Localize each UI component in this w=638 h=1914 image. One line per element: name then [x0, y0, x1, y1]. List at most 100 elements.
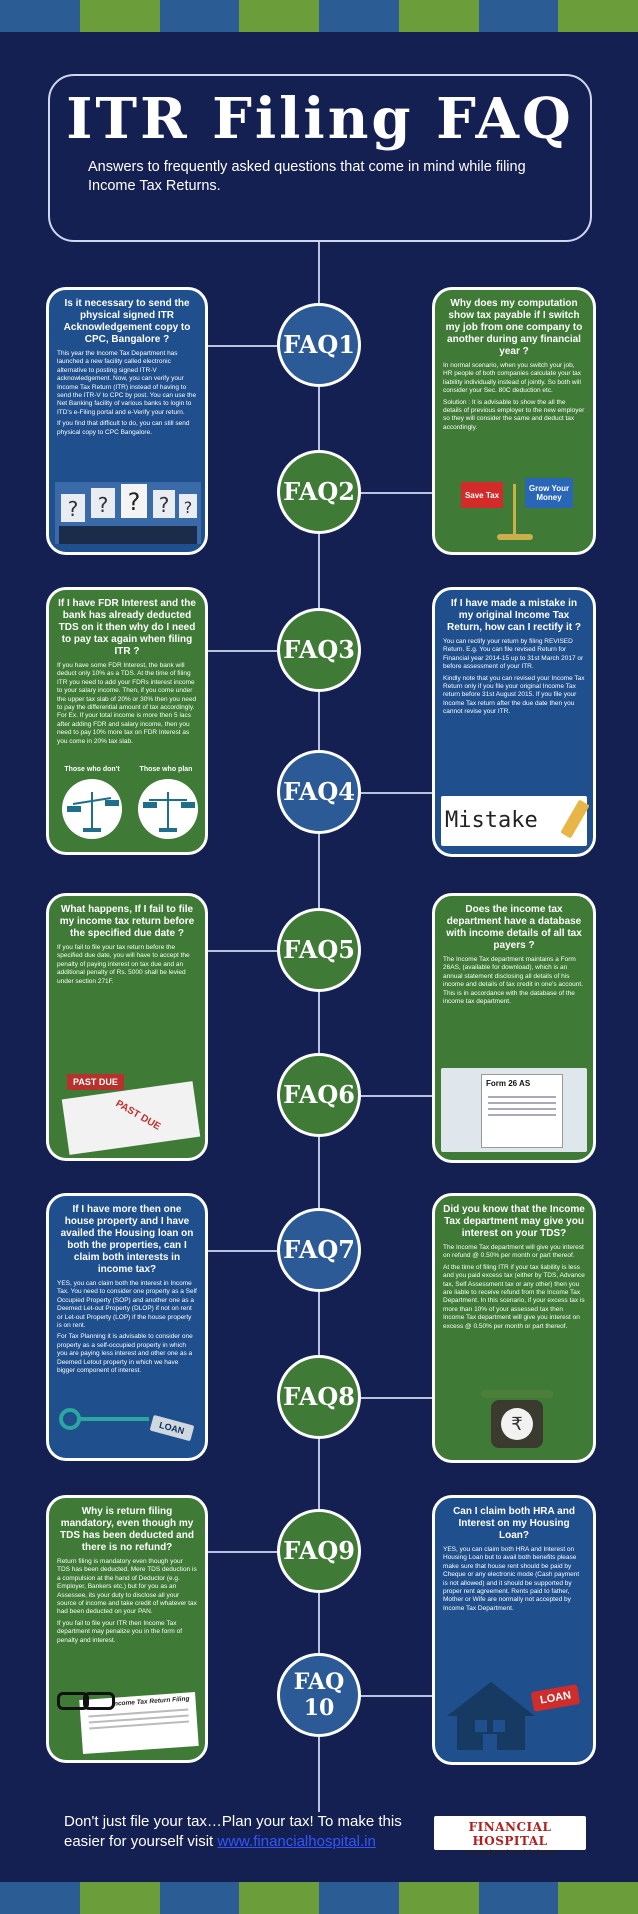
logo-name: FINANCIAL HOSPITAL — [468, 1820, 552, 1848]
faq8-answer-p1: The Income Tax department will give you … — [443, 1244, 584, 1260]
faq8-badge: FAQ8 — [277, 1355, 361, 1439]
faq4-answer-p2: Kindly note that you can revised your In… — [443, 674, 585, 716]
faq2-card: Why does my computation show tax payable… — [432, 287, 596, 555]
key-icon — [59, 1408, 81, 1430]
faq5-answer: If you fail to file your tax return befo… — [57, 944, 197, 986]
faq4-card: If I have made a mistake in my original … — [432, 587, 596, 857]
itr-form-illustration: Income Tax Return Filing — [55, 1690, 199, 1754]
house-loan-illustration: LOAN — [441, 1678, 587, 1754]
faq7-card: If I have more then one house property a… — [46, 1193, 208, 1461]
svg-text:?: ? — [159, 493, 170, 517]
connector — [360, 492, 432, 494]
faq9-badge: FAQ9 — [277, 1509, 361, 1593]
faq9-answer: Return filing is mandatory even though y… — [57, 1558, 197, 1645]
footer-website-link[interactable]: www.financialhospital.in — [217, 1833, 376, 1850]
faq1-answer: This year the Income Tax Department has … — [57, 350, 197, 437]
faq1-question: Is it necessary to send the physical sig… — [63, 298, 191, 345]
connector — [206, 1551, 278, 1553]
faq2-answer-p2: Solution : It is advisable to show the a… — [443, 398, 585, 431]
svg-text:?: ? — [98, 493, 109, 517]
caption-plan: Those who plan — [139, 766, 193, 773]
financial-hospital-logo: FINANCIAL HOSPITAL A Complete Financial … — [434, 1816, 586, 1857]
footer-message: Don't just file your tax…Plan your tax! … — [64, 1813, 402, 1850]
faq7-answer-p2: For Tax Planning it is advisable to cons… — [57, 1333, 193, 1375]
bottom-stripe-bar — [0, 1882, 638, 1914]
glasses-icon — [57, 1692, 89, 1710]
connector — [360, 1095, 432, 1097]
faq2-answer: In normal scenario, when you switch your… — [443, 362, 585, 432]
faq6-badge: FAQ6 — [277, 1053, 361, 1137]
faq7-answer: YES, you can claim both the interest in … — [57, 1280, 197, 1375]
faq7-answer-p1: YES, you can claim both the interest in … — [57, 1280, 197, 1330]
loan-tag: LOAN — [149, 1414, 194, 1442]
faq3-question: If I have FDR Interest and the bank has … — [58, 598, 196, 657]
faq10-question: Can I claim both HRA and Interest on my … — [453, 1506, 575, 1541]
header-box: ITR Filing FAQ Answers to frequently ask… — [48, 74, 592, 242]
faq3-answer-p1: If you have some FDR Interest, the bank … — [57, 662, 197, 745]
grow-money-sign: Grow Your Money — [525, 478, 573, 508]
faq5-badge: FAQ5 — [277, 908, 361, 992]
scales-illustration: Those who don't Those who plan — [55, 766, 199, 844]
connector — [206, 650, 278, 652]
faq8-answer-p2: At the time of filing ITR if your tax li… — [443, 1263, 585, 1330]
signpost-illustration: Save Tax Grow Your Money — [441, 474, 587, 544]
faq10-answer: YES, you can claim both HRA and Interest… — [443, 1546, 585, 1613]
form26as-label: Form 26 AS — [486, 1079, 531, 1088]
rupee-icon: ₹ — [501, 1408, 533, 1440]
faq10-badge: FAQ 10 — [277, 1653, 361, 1737]
faq4-question: If I have made a mistake in my original … — [447, 598, 581, 633]
faq1-badge: FAQ1 — [277, 303, 361, 387]
faq7-question: If I have more then one house property a… — [60, 1204, 194, 1275]
question-signs-illustration: ? ? ? ? ? — [55, 482, 201, 544]
scale-balanced-icon — [138, 779, 198, 839]
faq4-answer: You can rectify your return by filing RE… — [443, 638, 585, 717]
past-due-stamp: PAST DUE — [67, 1074, 124, 1090]
faq6-answer-p1: The Income Tax department maintains a Fo… — [443, 956, 583, 1006]
faq1-answer-p2: If you find that difficult to do, you ca… — [57, 420, 190, 436]
footer-text: Don't just file your tax…Plan your tax! … — [64, 1812, 404, 1852]
faq6-question: Does the income tax department have a da… — [446, 904, 582, 951]
mistake-illustration: Mistake — [441, 796, 590, 846]
key-loan-illustration: LOAN — [55, 1404, 199, 1450]
faq9-answer-p2: If you fail to file your ITR then Income… — [57, 1619, 183, 1644]
scale-unbalanced-icon — [62, 779, 122, 839]
connector — [206, 345, 278, 347]
faq2-question: Why does my computation show tax payable… — [445, 298, 583, 357]
faq10-card: Can I claim both HRA and Interest on my … — [432, 1495, 596, 1765]
form26as-illustration: Form 26 AS — [441, 1068, 587, 1152]
faq9-question: Why is return filing mandatory, even tho… — [60, 1506, 194, 1553]
faq1-answer-p1: This year the Income Tax Department has … — [57, 350, 197, 416]
logo-tagline: A Complete Financial Planner — [463, 1850, 557, 1857]
svg-text:?: ? — [128, 488, 141, 516]
faq4-badge: FAQ4 — [277, 750, 361, 834]
mistake-text: Mistake — [445, 808, 538, 833]
faq2-badge: FAQ2 — [277, 450, 361, 534]
faq3-answer: If you have some FDR Interest, the bank … — [57, 662, 197, 746]
faq9-answer-p1: Return filing is mandatory even though y… — [57, 1558, 197, 1616]
faq2-answer-p1: In normal scenario, when you switch your… — [443, 362, 582, 395]
faq9-card: Why is return filing mandatory, even tho… — [46, 1495, 208, 1763]
past-due-illustration: PAST DUE PAST DUE — [55, 1070, 201, 1155]
pencil-icon — [560, 799, 590, 839]
svg-text:?: ? — [68, 497, 79, 521]
connector — [360, 1695, 432, 1697]
page-title: ITR Filing FAQ — [66, 86, 574, 152]
money-bag-illustration: ₹ — [441, 1390, 587, 1452]
connector — [360, 1397, 432, 1399]
faq8-question: Did you know that the Income Tax departm… — [443, 1204, 585, 1239]
faq4-answer-p1: You can rectify your return by filing RE… — [443, 638, 584, 671]
caption-dont-plan: Those who don't — [64, 766, 120, 773]
faq6-answer: The Income Tax department maintains a Fo… — [443, 956, 585, 1006]
connector — [360, 792, 432, 794]
faq5-question: What happens, If I fail to file my incom… — [59, 904, 195, 939]
connector — [206, 1250, 278, 1252]
faq3-badge: FAQ3 — [277, 608, 361, 692]
page-subtitle: Answers to frequently asked questions th… — [88, 159, 526, 194]
faq1-card: Is it necessary to send the physical sig… — [46, 287, 208, 555]
timeline-spine — [318, 242, 320, 1812]
faq8-card: Did you know that the Income Tax departm… — [432, 1193, 596, 1463]
faq10-answer-p1: YES, you can claim both HRA and Interest… — [443, 1546, 580, 1612]
faq8-answer: The Income Tax department will give you … — [443, 1244, 585, 1331]
connector — [206, 950, 278, 952]
faq5-card: What happens, If I fail to file my incom… — [46, 893, 208, 1161]
